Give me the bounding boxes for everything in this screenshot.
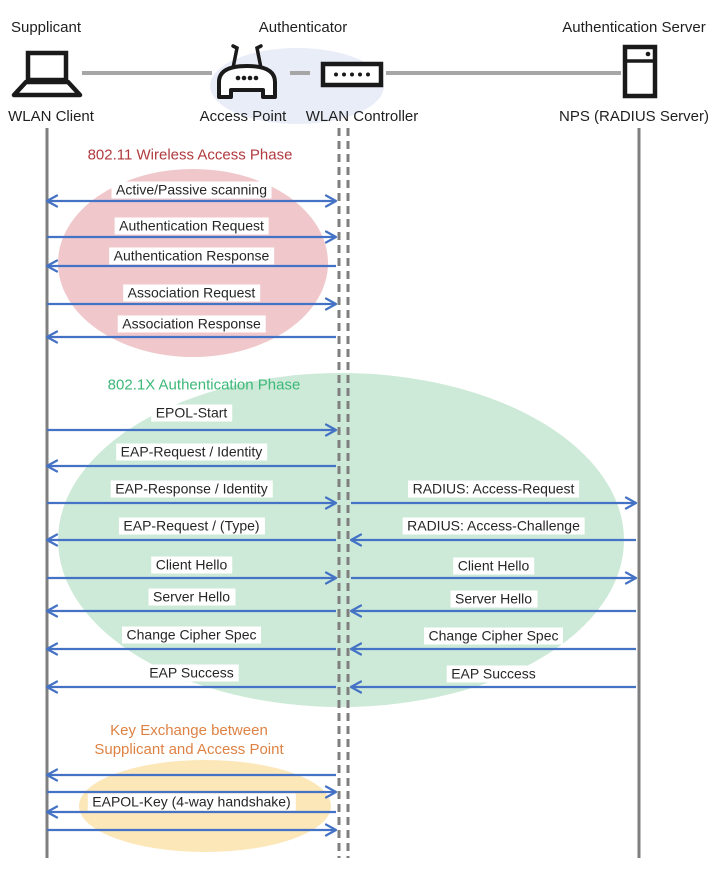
message-label: Change Cipher Spec	[423, 627, 564, 645]
arrowhead-left-icon	[45, 459, 59, 473]
arrowhead-right-icon	[624, 496, 638, 510]
message-label: Change Cipher Spec	[121, 626, 262, 644]
message-label: EPOL-Start	[150, 404, 233, 422]
message-label: EAP-Request / Identity	[115, 443, 268, 461]
arrowhead-left-icon	[45, 680, 59, 694]
arrowhead-left-icon	[45, 604, 59, 618]
message-label: RADIUS: Access-Request	[407, 480, 580, 498]
role-label-authentication-server: Authentication Server	[562, 19, 706, 36]
laptop-icon	[10, 50, 84, 103]
message-label: Association Request	[122, 284, 261, 302]
message-label: EAP-Request / (Type)	[118, 517, 265, 535]
message-label: RADIUS: Access-Challenge	[402, 517, 585, 535]
phase-title-802-1x: 802.1X Authentication Phase	[107, 376, 301, 394]
access-point-icon	[211, 44, 283, 105]
arrowhead-left-icon	[349, 642, 363, 656]
arrowhead-right-icon	[324, 230, 338, 244]
server-icon	[622, 44, 658, 104]
arrowhead-left-icon	[45, 533, 59, 547]
message-label: EAP Success	[446, 665, 541, 683]
arrowhead-right-icon	[324, 823, 338, 837]
arrowhead-right-icon	[324, 785, 338, 799]
message-label: Authentication Request	[114, 217, 269, 235]
message-label: EAP-Response / Identity	[110, 480, 273, 498]
arrowhead-right-icon	[324, 571, 338, 585]
arrowhead-left-icon	[45, 642, 59, 656]
arrowhead-left-icon	[349, 604, 363, 618]
message-label: EAPOL-Key (4-way handshake)	[87, 793, 296, 811]
arrowhead-left-icon	[45, 805, 59, 819]
role-label-supplicant: Supplicant	[10, 19, 82, 36]
phase-title-key-exchange-line2: Supplicant and Access Point	[94, 741, 284, 758]
message-label: Authentication Response	[108, 247, 275, 265]
arrowhead-right-icon	[324, 297, 338, 311]
arrowhead-left-icon	[349, 680, 363, 694]
arrowhead-right-icon	[324, 496, 338, 510]
message-arrows-layer	[45, 194, 638, 837]
message-label: Association Response	[117, 315, 266, 333]
message-label: Server Hello	[147, 588, 236, 606]
message-label: Client Hello	[150, 556, 233, 574]
device-label-wlan-client: WLAN Client	[8, 108, 94, 125]
phase-title-key-exchange-line1: Key Exchange between	[110, 722, 268, 739]
message-label: Client Hello	[452, 557, 535, 575]
arrowhead-right-icon	[324, 194, 338, 208]
device-label-access-point: Access Point	[199, 108, 287, 125]
message-label: Server Hello	[449, 590, 538, 608]
device-label-wlan-controller: WLAN Controller	[305, 108, 419, 125]
phase-title-802-11: 802.11 Wireless Access Phase	[87, 146, 293, 164]
arrowhead-right-icon	[324, 423, 338, 437]
arrowhead-right-icon	[624, 571, 638, 585]
arrowhead-left-icon	[45, 330, 59, 344]
arrowhead-left-icon	[45, 768, 59, 782]
device-label-nps-server: NPS (RADIUS Server)	[558, 108, 710, 125]
arrowhead-left-icon	[349, 533, 363, 547]
message-label: EAP Success	[144, 664, 239, 682]
arrowhead-left-icon	[45, 194, 59, 208]
wlan-controller-icon	[320, 61, 384, 93]
phase-title-key-exchange: Key Exchange between Supplicant and Acce…	[94, 721, 283, 759]
arrowhead-left-icon	[45, 259, 59, 273]
message-label: Active/Passive scanning	[111, 181, 272, 199]
role-label-authenticator: Authenticator	[258, 19, 348, 36]
